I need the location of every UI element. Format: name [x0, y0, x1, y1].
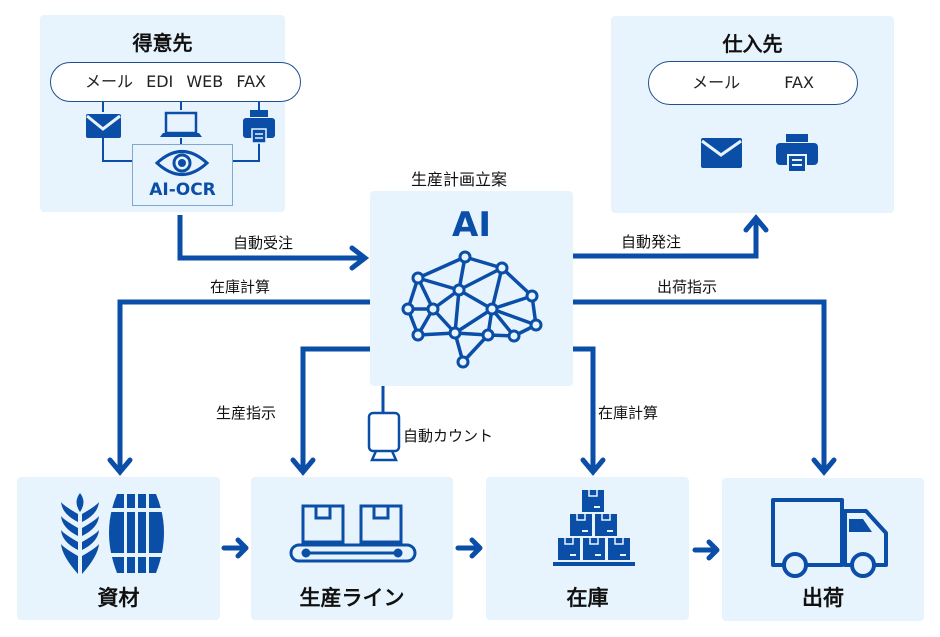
network-edge	[417, 276, 460, 292]
label-auto-count: 自動カウント	[403, 427, 494, 445]
pallet	[553, 562, 635, 566]
stage-label: 出荷	[802, 586, 844, 610]
mail-icon	[86, 114, 121, 138]
arrow-auto-order-receive	[177, 215, 364, 261]
label-auto-order-place: 自動発注	[621, 233, 682, 251]
camera-icon	[367, 411, 401, 462]
network-node	[485, 302, 499, 316]
neural-network-icon	[401, 250, 543, 369]
arrow-inventory-calc-left	[117, 299, 370, 470]
box	[595, 514, 617, 536]
network-edge	[500, 266, 534, 298]
stage-production-line: 生産ライン	[251, 477, 453, 620]
stage-label: 在庫	[566, 586, 609, 610]
label-production-instruction: 生産指示	[216, 404, 277, 422]
arrow-auto-order-place	[573, 220, 759, 259]
box	[558, 538, 580, 560]
network-node	[507, 329, 521, 343]
network-node	[529, 318, 543, 332]
supplier-mail-icon	[701, 138, 742, 168]
channel-fax: FAX	[236, 72, 266, 91]
network-node	[525, 289, 539, 303]
network-node	[426, 302, 440, 316]
arrow-inventory-calc-right	[573, 346, 596, 470]
arrowhead	[349, 245, 370, 271]
arrowhead	[107, 457, 133, 476]
ai-title: AI	[452, 205, 491, 245]
arrow-shipping-instruction	[573, 299, 827, 470]
suppliers-panel: 仕入先 メール FAX	[611, 16, 894, 213]
box	[582, 490, 604, 512]
network-edge	[454, 307, 493, 335]
network-edge	[491, 307, 537, 327]
conveyor-belt-icon	[289, 504, 417, 563]
arrowhead	[580, 457, 606, 476]
eye-icon	[154, 150, 210, 176]
arrowhead	[743, 214, 769, 233]
label-shipping-instruction: 出荷指示	[657, 278, 718, 296]
network-edge	[490, 267, 504, 310]
laptop-icon	[160, 111, 202, 137]
channel-mail: メール	[692, 73, 741, 92]
ai-ocr-label: AI-OCR	[149, 180, 216, 200]
suppliers-channels: メール FAX	[648, 61, 858, 105]
box	[608, 538, 630, 560]
customers-channels: メール EDI WEB FAX	[50, 62, 301, 102]
network-node	[458, 250, 472, 264]
network-node	[481, 328, 495, 342]
network-node	[411, 328, 425, 342]
stage-label: 生産ライン	[299, 586, 405, 610]
network-edge	[491, 294, 533, 311]
suppliers-title: 仕入先	[722, 32, 783, 56]
arrowhead	[811, 457, 837, 476]
channel-edi: EDI	[146, 72, 174, 91]
truck-icon	[771, 498, 888, 578]
printer-icon	[243, 110, 275, 144]
stage-label: 資材	[97, 586, 140, 610]
network-node	[411, 271, 425, 285]
channel-fax: FAX	[784, 73, 814, 92]
network-node	[456, 355, 470, 369]
arrow-materials-to-line	[221, 537, 249, 559]
channel-web: WEB	[186, 72, 224, 91]
network-node	[452, 283, 466, 297]
network-edge	[458, 266, 503, 292]
label-auto-order-receive: 自動受注	[233, 234, 294, 252]
arrow-inventory-to-shipping	[692, 539, 720, 561]
network-edge	[453, 289, 461, 334]
arrow-production-instruction	[300, 346, 370, 470]
arrow-line-to-inventory	[455, 537, 483, 559]
customers-title: 得意先	[132, 31, 193, 55]
label-inventory-calc-left: 在庫計算	[210, 278, 271, 296]
box	[583, 538, 605, 560]
network-edge	[417, 255, 466, 280]
ai-panel: AI	[370, 191, 573, 386]
channel-mail: メール	[85, 72, 134, 91]
network-node	[401, 302, 415, 316]
network-node	[495, 261, 509, 275]
network-node	[448, 326, 462, 340]
stacked-boxes-icon	[553, 490, 635, 566]
ai-caption: 生産計画立案	[411, 170, 508, 189]
supplier-printer-icon	[776, 134, 818, 173]
box	[570, 514, 592, 536]
arrowhead	[290, 457, 316, 476]
label-inventory-calc-right: 在庫計算	[598, 404, 659, 422]
wheat-barrel-icon	[61, 493, 171, 574]
